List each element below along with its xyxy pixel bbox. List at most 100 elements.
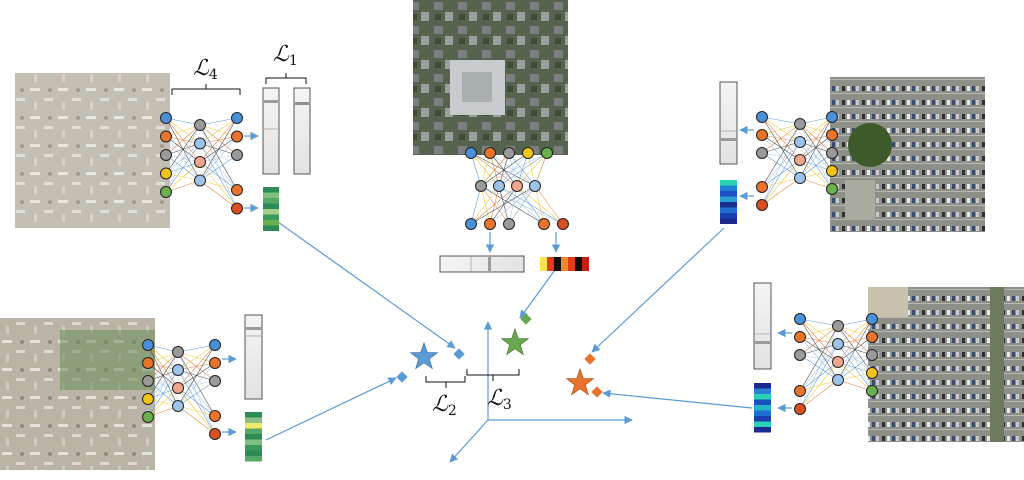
network-node — [794, 349, 806, 361]
loss-label-l3: ℒ3 — [487, 386, 512, 413]
blue-heatmap-strip — [720, 180, 737, 224]
network-node — [866, 385, 878, 397]
green-heatmap-strip — [263, 187, 279, 231]
green-star-icon — [500, 327, 530, 356]
network-node — [484, 147, 496, 159]
network-node — [541, 147, 553, 159]
embedding-points — [396, 313, 603, 398]
network-node — [866, 313, 878, 325]
embedding-arrows — [265, 221, 753, 441]
network-node — [160, 167, 172, 180]
network-node — [756, 181, 768, 193]
network-node — [142, 357, 154, 369]
network-node — [756, 129, 768, 141]
network-node — [826, 165, 838, 177]
green-diamond-icon — [520, 313, 532, 325]
network-node — [194, 156, 206, 168]
network-node — [465, 218, 477, 230]
neural-network — [756, 111, 838, 211]
network-node — [756, 147, 768, 159]
gray-feature-strip — [262, 87, 280, 175]
network-node — [826, 111, 838, 123]
network-node — [538, 218, 550, 230]
network-node — [832, 338, 844, 350]
network-node — [172, 364, 184, 376]
green-heatmap-strip — [245, 412, 262, 462]
network-node — [484, 218, 496, 230]
hot-heatmap-strip — [540, 257, 589, 271]
network-node — [866, 331, 878, 343]
network-node — [832, 374, 844, 386]
network-node — [794, 313, 806, 325]
network-node — [503, 147, 515, 159]
network-node — [209, 428, 221, 440]
neural-networks — [142, 111, 878, 440]
network-node — [209, 339, 221, 351]
network-node — [231, 184, 243, 196]
loss-braces — [171, 73, 520, 388]
network-node — [231, 112, 243, 124]
network-node — [826, 147, 838, 159]
network-node — [826, 129, 838, 141]
network-node — [794, 385, 806, 397]
network-node — [160, 112, 172, 124]
network-node — [866, 349, 878, 361]
network-node — [142, 339, 154, 351]
gray-feature-strip — [753, 282, 772, 370]
network-node — [475, 180, 487, 192]
network-node — [160, 186, 172, 198]
gray-feature-strip — [293, 87, 311, 175]
network-node — [826, 183, 838, 195]
network-node — [866, 367, 878, 379]
network-node — [465, 147, 477, 159]
blue-diamond-icon — [396, 371, 408, 383]
network-node — [142, 411, 154, 423]
network-node — [231, 130, 243, 143]
aerial-parking-image — [868, 287, 1024, 442]
network-node — [557, 218, 569, 230]
orange-diamond-icon — [591, 386, 603, 398]
orange-diamond-icon — [584, 353, 596, 365]
orange-star-icon — [565, 367, 595, 396]
network-node — [160, 130, 172, 143]
loss-label-l4: ℒ4 — [193, 56, 218, 83]
network-node — [503, 218, 515, 230]
network-node — [209, 357, 221, 369]
network-node — [522, 147, 534, 159]
feature-strips — [244, 81, 772, 462]
blue-star-icon — [409, 341, 439, 370]
network-node — [172, 346, 184, 358]
network-node — [209, 375, 221, 387]
network-node — [160, 149, 172, 161]
loss-label-l1: ℒ1 — [273, 42, 298, 69]
neural-network — [465, 147, 569, 253]
network-node — [231, 202, 243, 215]
network-node — [194, 174, 206, 187]
network-node — [172, 400, 184, 412]
network-node — [209, 410, 221, 422]
network-node — [794, 172, 806, 184]
gray-feature-strip — [244, 314, 263, 400]
aerial-city-image — [413, 0, 568, 155]
network-node — [756, 111, 768, 123]
network-node — [142, 375, 154, 387]
network-node — [794, 331, 806, 343]
blue-heatmap-strip — [754, 383, 771, 433]
aerial-parking-image — [830, 77, 985, 232]
loss-label-l2: ℒ2 — [432, 392, 457, 419]
gray-feature-strip — [439, 255, 525, 273]
gray-feature-strip — [719, 81, 738, 165]
network-node — [172, 382, 184, 394]
network-node — [794, 154, 806, 166]
network-node — [231, 149, 243, 161]
network-node — [529, 180, 541, 192]
network-node — [832, 356, 844, 368]
aerial-airport-image — [0, 318, 155, 470]
network-node — [194, 137, 206, 150]
network-node — [756, 199, 768, 211]
network-node — [794, 403, 806, 415]
network-node — [142, 393, 154, 405]
network-node — [511, 180, 523, 192]
neural-network — [142, 339, 221, 440]
network-node — [194, 119, 206, 131]
